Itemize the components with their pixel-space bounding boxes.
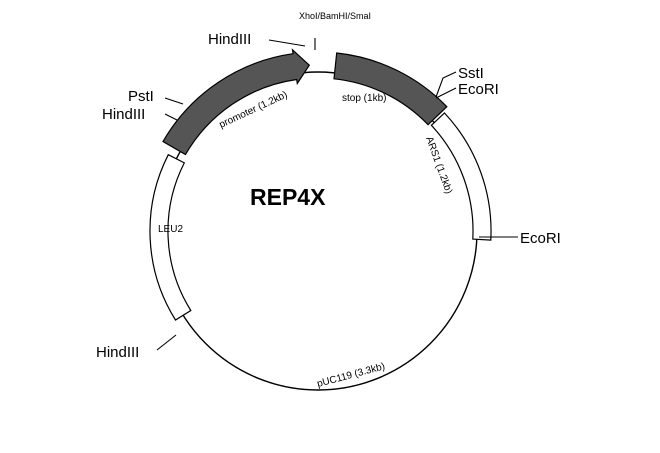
hindiii-bottom-tick — [156, 334, 177, 351]
stop-segment — [333, 52, 448, 126]
puc119-label: pUC119 (3.3kb) — [316, 361, 386, 390]
hindiii-top-tick — [268, 39, 306, 47]
hindiii-bottom-label: HindIII — [96, 344, 139, 361]
leu2-segment — [149, 153, 192, 321]
xhoi-bamhi-smai-label: XhoI/BamHI/SmaI — [299, 11, 371, 21]
ars1-segment — [430, 112, 492, 241]
stop-label: stop (1kb) — [342, 93, 386, 104]
psti-label: PstI — [128, 88, 154, 105]
ecori-right-label: EcoRI — [520, 230, 561, 247]
ecori-top-tick — [435, 87, 457, 99]
ecori-top-label: EcoRI — [458, 81, 499, 98]
leu2-label: LEU2 — [158, 224, 183, 235]
plasmid-title: REP4X — [250, 184, 326, 210]
hindiii-top-label: HindIII — [208, 31, 251, 48]
hindiii-left-tick — [164, 113, 178, 121]
ssti-tick — [435, 71, 457, 98]
hindiii-left-label: HindIII — [102, 106, 145, 123]
psti-tick — [164, 97, 184, 105]
ssti-label: SstI — [458, 65, 484, 82]
promoter-segment — [162, 48, 311, 156]
